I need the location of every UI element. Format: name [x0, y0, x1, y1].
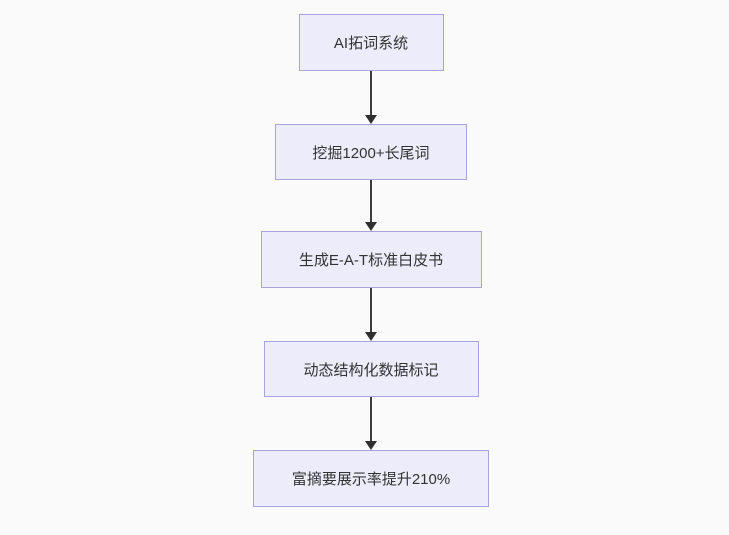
arrowhead-down-icon — [365, 332, 377, 341]
flow-node-label: 富摘要展示率提升210% — [291, 471, 451, 488]
flow-arrow-1 — [365, 71, 377, 124]
arrowhead-down-icon — [365, 441, 377, 450]
flow-node-label: 挖掘1200+长尾词 — [312, 144, 430, 162]
arrow-line — [370, 397, 372, 441]
arrowhead-down-icon — [365, 115, 377, 124]
flow-node-rich-snippet-result: 富摘要展示率提升210% — [253, 450, 489, 507]
flow-arrow-3 — [365, 288, 377, 341]
arrow-line — [370, 288, 372, 332]
flow-arrow-4 — [365, 397, 377, 450]
arrow-line — [370, 71, 372, 115]
arrow-line — [370, 180, 372, 222]
flow-node-structured-data: 动态结构化数据标记 — [263, 341, 479, 397]
flow-node-longtail-mining: 挖掘1200+长尾词 — [275, 124, 467, 180]
flow-arrow-2 — [365, 180, 377, 231]
flow-node-label: 动态结构化数据标记 — [303, 361, 439, 379]
flow-node-eat-whitepaper: 生成E-A-T标准白皮书 — [260, 231, 482, 288]
flow-node-label: 生成E-A-T标准白皮书 — [298, 252, 444, 269]
flow-node-label: AI拓词系统 — [333, 35, 409, 52]
arrowhead-down-icon — [365, 222, 377, 231]
flowchart: AI拓词系统 挖掘1200+长尾词 生成E-A-T标准白皮书 动态结构化数据标记 — [253, 14, 489, 507]
flow-node-ai-word-system: AI拓词系统 — [298, 14, 444, 71]
